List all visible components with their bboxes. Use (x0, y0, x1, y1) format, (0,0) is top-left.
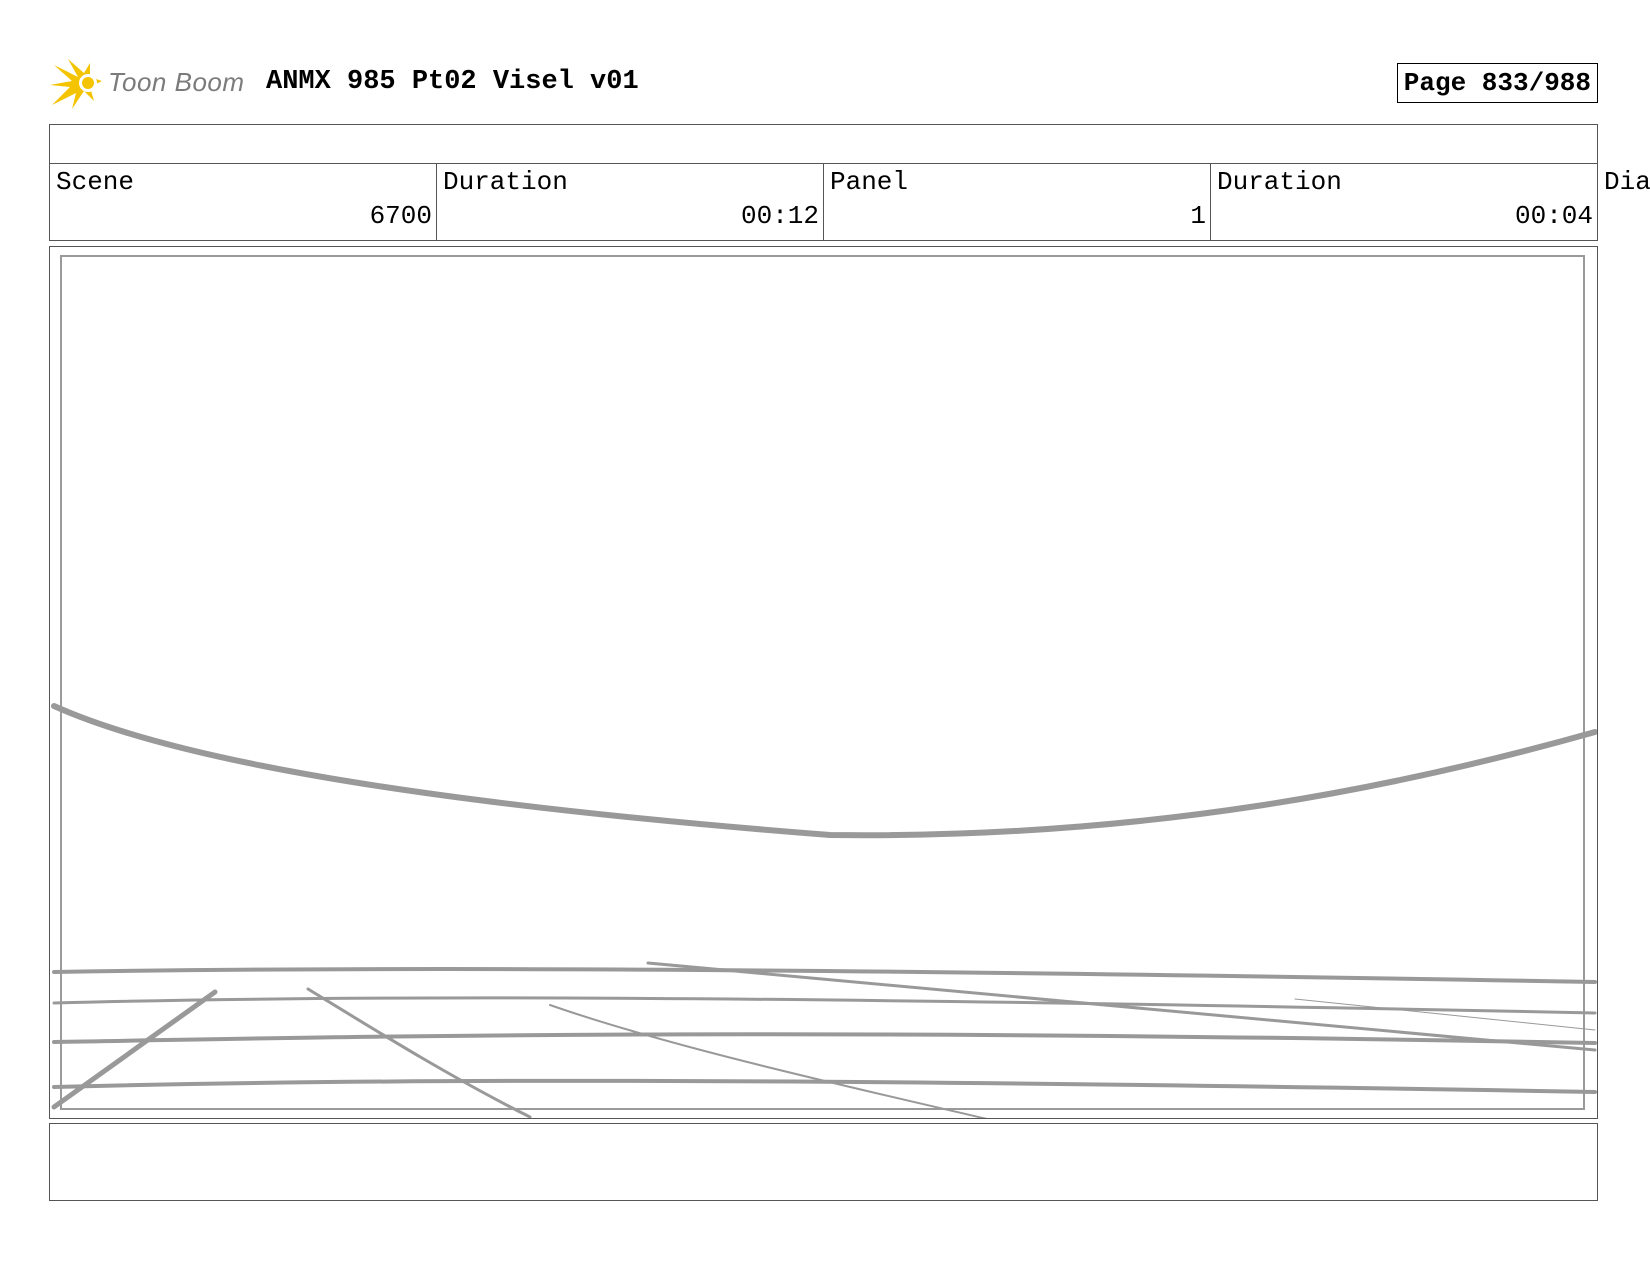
scene-label: Scene (56, 167, 135, 197)
panel-value: 1 (1190, 201, 1206, 231)
page-number: Page 833/988 (1396, 63, 1598, 103)
panel-label: Panel (830, 167, 909, 197)
ground-line-stroke (52, 967, 1597, 984)
panel-frame (60, 255, 1585, 1110)
panel-info-row: Scene 6700 Duration 00:12 Panel 1 Durati… (49, 163, 1598, 241)
diagonal-stroke (1294, 998, 1596, 1031)
logo-text: Toon Boom (108, 67, 245, 97)
document-title: ANMX 985 Pt02 Visel v01 (266, 67, 639, 97)
starburst-logo-icon (50, 59, 102, 109)
panel-cell: Panel 1 (824, 163, 1211, 240)
panel-duration-cell: Duration 00:04 (1211, 163, 1597, 240)
diagonal-stroke (51, 989, 218, 1110)
diagonal-stroke (646, 961, 1597, 1052)
scene-duration-cell: Duration 00:12 (437, 163, 824, 240)
scene-value: 6700 (369, 201, 432, 231)
storyboard-panel (49, 246, 1598, 1119)
sequence-bar (49, 124, 1598, 164)
panel-sketch (51, 703, 1597, 1118)
dialogue-box (49, 1123, 1598, 1201)
ground-line-stroke (52, 1032, 1597, 1045)
scene-duration-label: Duration (443, 167, 568, 197)
dialogue-label-truncated: Dia (1604, 167, 1650, 197)
horizon-curve-stroke (51, 703, 1597, 839)
scene-duration-value: 00:12 (740, 201, 819, 231)
diagonal-stroke (549, 1004, 988, 1118)
ground-line-stroke (52, 1078, 1597, 1094)
panel-duration-value: 00:04 (1514, 201, 1593, 231)
scene-cell: Scene 6700 (50, 163, 437, 240)
panel-duration-label: Duration (1217, 167, 1342, 197)
diagonal-stroke (306, 987, 532, 1118)
toon-boom-logo: Toon Boom (50, 55, 250, 111)
ground-line-stroke (52, 996, 1597, 1015)
page-header: Toon Boom ANMX 985 Pt02 Visel v01 Page 8… (50, 55, 1598, 115)
